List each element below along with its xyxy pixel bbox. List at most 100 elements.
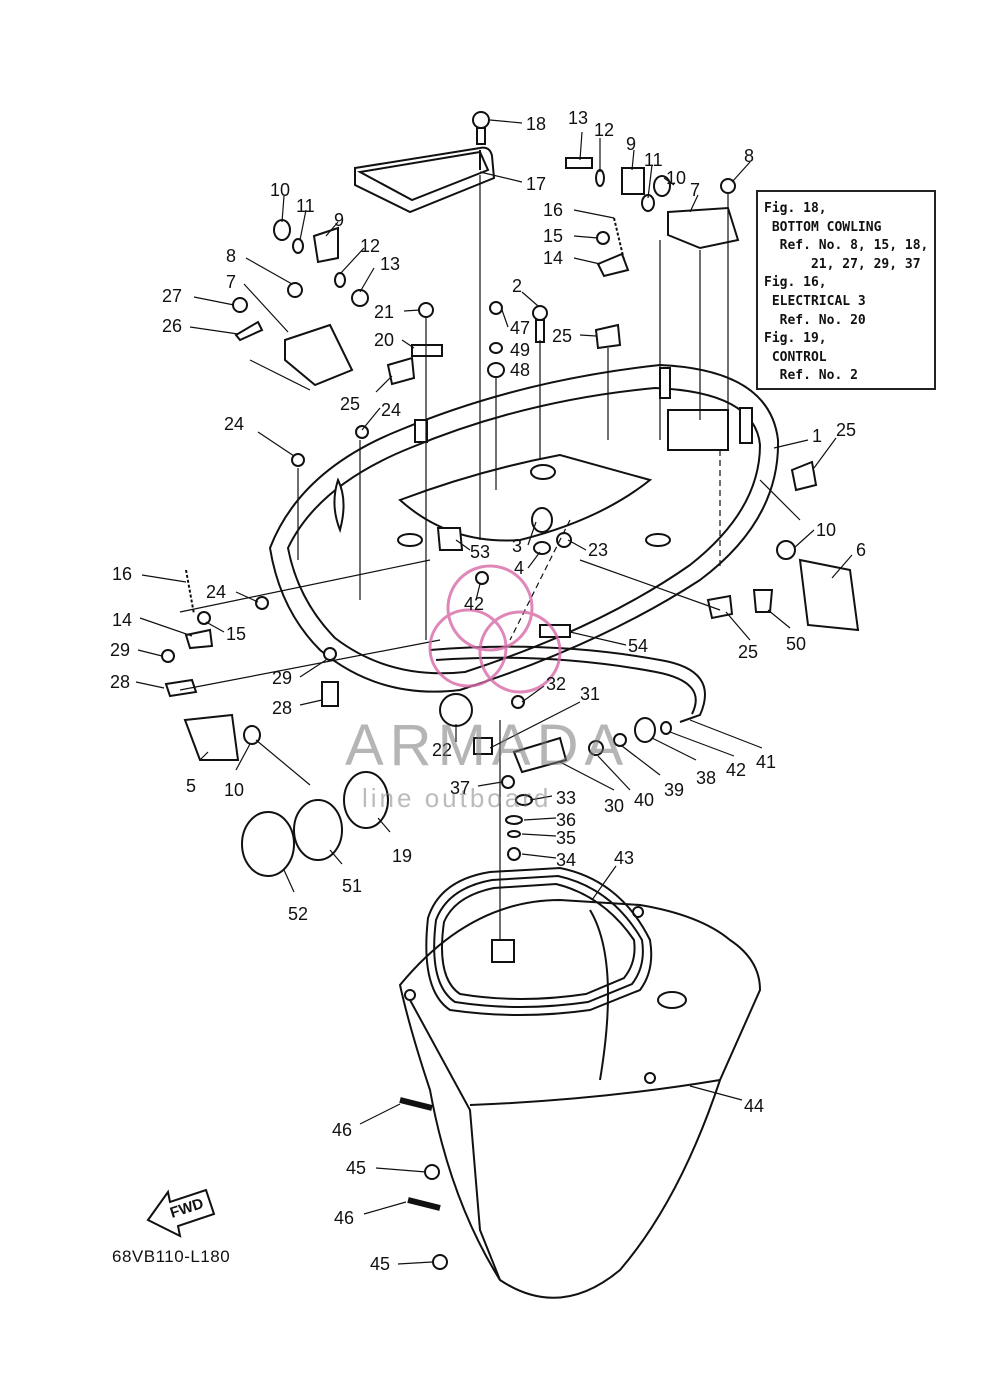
callout-c29b: 29 bbox=[272, 668, 292, 688]
callout-c10c: 10 bbox=[816, 520, 836, 540]
callout-c37: 37 bbox=[450, 778, 470, 798]
callout-c4: 4 bbox=[514, 558, 524, 578]
callout-c45a: 45 bbox=[346, 1158, 366, 1178]
callout-c29a: 29 bbox=[110, 640, 130, 660]
callout-c16b: 16 bbox=[112, 564, 132, 584]
callout-c50: 50 bbox=[786, 634, 806, 654]
reference-line: 21, 27, 29, 37 bbox=[764, 256, 921, 272]
small-parts bbox=[161, 157, 860, 1270]
callout-c26: 26 bbox=[162, 316, 182, 336]
watermark-logo bbox=[428, 564, 562, 694]
watermark-brand: ARMADA bbox=[345, 713, 630, 778]
callout-c45b: 45 bbox=[370, 1254, 390, 1274]
assembly-lines bbox=[179, 175, 801, 940]
callout-c25a: 25 bbox=[552, 326, 572, 346]
callout-c46b: 46 bbox=[334, 1208, 354, 1228]
callout-c24c: 24 bbox=[206, 582, 226, 602]
reference-line: ELECTRICAL 3 bbox=[764, 293, 866, 309]
callout-c11b: 11 bbox=[296, 196, 315, 216]
part-18-bolt bbox=[472, 111, 490, 145]
callout-c21: 21 bbox=[374, 302, 394, 322]
callout-c25b: 25 bbox=[340, 394, 360, 414]
reference-line: Ref. No. 8, 15, 18, bbox=[764, 238, 929, 254]
callout-c24a: 24 bbox=[381, 400, 401, 420]
callout-c17: 17 bbox=[526, 174, 546, 194]
callout-c10d: 10 bbox=[224, 780, 244, 800]
callout-c12b: 12 bbox=[360, 236, 380, 256]
callout-c36: 36 bbox=[556, 810, 576, 830]
callout-c43: 43 bbox=[614, 848, 634, 868]
callout-c5: 5 bbox=[186, 776, 196, 796]
callout-c28b: 28 bbox=[272, 698, 292, 718]
callout-c16a: 16 bbox=[543, 200, 563, 220]
reference-line: Ref. No. 20 bbox=[764, 312, 866, 328]
callout-c33: 33 bbox=[556, 788, 576, 808]
callout-c24b: 24 bbox=[224, 414, 244, 434]
callout-c40: 40 bbox=[634, 790, 654, 810]
callout-c49: 49 bbox=[510, 340, 530, 360]
part-1-bottom-cowling-tray bbox=[268, 363, 780, 693]
callout-c15a: 15 bbox=[543, 226, 563, 246]
callout-c46a: 46 bbox=[332, 1120, 352, 1140]
callout-c47: 47 bbox=[510, 318, 530, 338]
callout-c28a: 28 bbox=[110, 672, 130, 692]
figure-code: 68VB110-L180 bbox=[112, 1247, 231, 1266]
callout-c7a: 7 bbox=[690, 180, 700, 200]
reference-line: Fig. 16, bbox=[764, 275, 827, 291]
callout-c18: 18 bbox=[526, 114, 546, 134]
reference-line: CONTROL bbox=[764, 349, 827, 365]
watermark-tagline: line outboard bbox=[362, 783, 552, 813]
callout-c8b: 8 bbox=[226, 246, 236, 266]
callout-c12a: 12 bbox=[594, 120, 614, 140]
leader-lines bbox=[135, 119, 853, 1265]
callout-c44: 44 bbox=[744, 1096, 764, 1116]
callout-c34: 34 bbox=[556, 850, 576, 870]
callout-c19: 19 bbox=[392, 846, 412, 866]
callout-c41: 41 bbox=[756, 752, 776, 772]
callout-c10b: 10 bbox=[270, 180, 290, 200]
callout-c27: 27 bbox=[162, 286, 182, 306]
callout-c38: 38 bbox=[696, 768, 716, 788]
part-43-seal bbox=[425, 866, 653, 1016]
callout-c22: 22 bbox=[432, 740, 452, 760]
callout-c14b: 14 bbox=[112, 610, 132, 630]
callout-c30: 30 bbox=[604, 796, 624, 816]
callout-c23: 23 bbox=[588, 540, 608, 560]
callout-c52: 52 bbox=[288, 904, 308, 924]
callout-c35: 35 bbox=[556, 828, 576, 848]
callout-labels: 1817131291110781615141011912138727262120… bbox=[110, 108, 866, 1274]
callout-c8a: 8 bbox=[744, 146, 754, 166]
callout-c54: 54 bbox=[628, 636, 648, 656]
reference-line: Fig. 19, bbox=[764, 331, 827, 347]
callout-c42b: 42 bbox=[726, 760, 746, 780]
reference-line: Ref. No. 2 bbox=[764, 368, 858, 384]
callout-c25d: 25 bbox=[738, 642, 758, 662]
callout-c32: 32 bbox=[546, 674, 566, 694]
callout-c1: 1 bbox=[812, 426, 822, 446]
part-44-lower-cowling bbox=[398, 898, 762, 1299]
callout-c14a: 14 bbox=[543, 248, 563, 268]
callout-c6: 6 bbox=[856, 540, 866, 560]
callout-c9a: 9 bbox=[626, 134, 636, 154]
callout-c11a: 11 bbox=[644, 150, 663, 170]
callout-c51: 51 bbox=[342, 876, 362, 896]
callout-c31: 31 bbox=[580, 684, 600, 704]
callout-c15b: 15 bbox=[226, 624, 246, 644]
callout-c7b: 7 bbox=[226, 272, 236, 292]
callout-c13a: 13 bbox=[568, 108, 588, 128]
callout-c53: 53 bbox=[470, 542, 490, 562]
callout-c3: 3 bbox=[512, 536, 522, 556]
callout-c2: 2 bbox=[512, 276, 522, 296]
part-17-upper-plate bbox=[354, 146, 496, 214]
reference-box: Fig. 18, BOTTOM COWLING Ref. No. 8, 15, … bbox=[756, 190, 936, 390]
callout-c42a: 42 bbox=[464, 594, 484, 614]
reference-line: BOTTOM COWLING bbox=[764, 219, 882, 235]
callout-c39: 39 bbox=[664, 780, 684, 800]
callout-c13b: 13 bbox=[380, 254, 400, 274]
callout-c9b: 9 bbox=[334, 210, 344, 230]
callout-c10a: 10 bbox=[666, 168, 686, 188]
fwd-arrow: FWD bbox=[146, 1188, 216, 1238]
reference-line: Fig. 18, bbox=[764, 201, 827, 216]
